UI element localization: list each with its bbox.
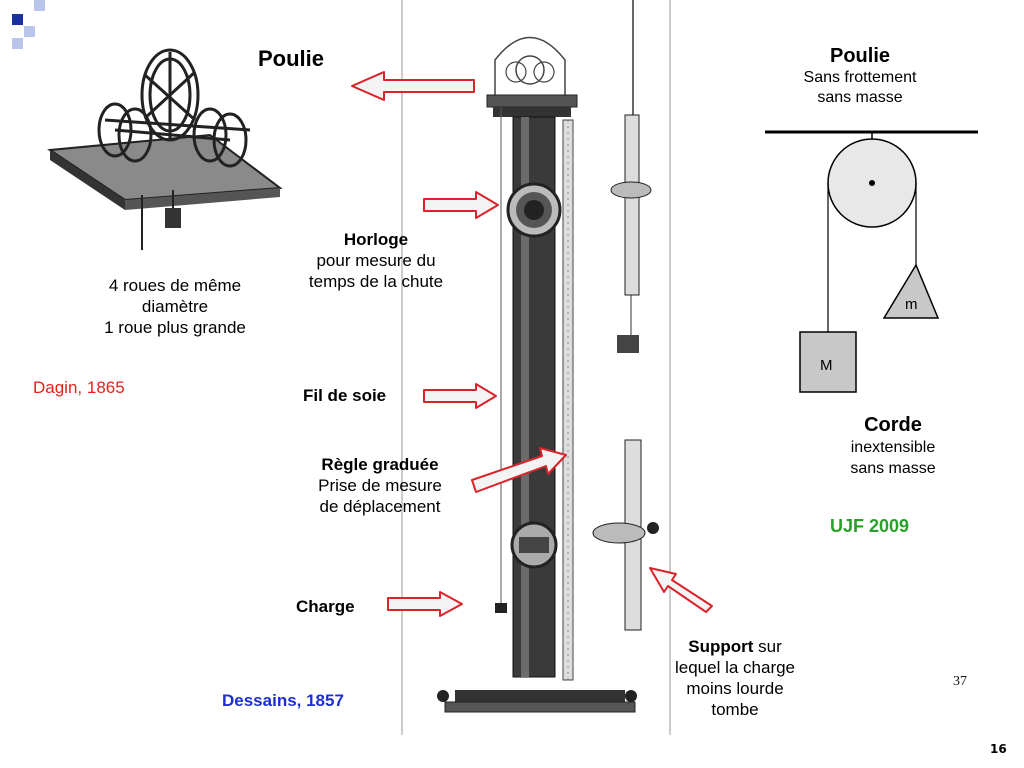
ujf-credit: UJF 2009	[830, 516, 910, 536]
arrow-horloge	[423, 191, 499, 219]
label-support-line4: tombe	[711, 700, 759, 719]
corner-square-light-1	[24, 26, 35, 37]
label-horloge-title: Horloge	[343, 230, 409, 249]
mass-big-box	[799, 331, 857, 393]
arrow-support	[649, 567, 713, 613]
corner-square-light-2	[12, 38, 23, 49]
pulley-center	[869, 180, 875, 186]
mass-small-triangle	[882, 263, 940, 319]
arrow-charge	[387, 591, 463, 617]
label-charge: Charge	[296, 597, 355, 616]
schematic-poulie-caption: Poulie Sans frottement sans masse	[770, 44, 950, 108]
label-support: Support sur lequel la charge moins lourd…	[650, 636, 820, 720]
label-regle-title: Règle graduée	[321, 455, 439, 474]
label-horloge-line1: pour mesure du	[316, 251, 436, 270]
label-regle-line2: de déplacement	[319, 497, 441, 516]
pulley-schematic	[765, 130, 978, 393]
mass-small-label: m	[905, 296, 918, 313]
label-horloge: Horloge pour mesure du temps de la chute	[286, 229, 466, 292]
arrow-regle	[471, 447, 567, 493]
label-regle: Règle graduée Prise de mesure de déplace…	[290, 454, 470, 517]
label-support-line2: lequel la charge	[674, 658, 796, 677]
mass-big-label: M	[820, 357, 833, 374]
dessains-credit: Dessains, 1857	[222, 691, 344, 710]
corner-decoration	[0, 0, 46, 60]
slide-number: 16	[990, 742, 1007, 756]
atwood-machine-illustration	[401, 0, 671, 735]
schematic-poulie-line1: Sans frottement	[803, 69, 917, 86]
arrow-poulie	[351, 71, 475, 101]
label-horloge-line2: temps de la chute	[308, 272, 444, 291]
schematic-corde-line1: inextensible	[850, 439, 936, 456]
schematic-poulie-title: Poulie	[829, 45, 890, 67]
dagin-caption-line3: 1 roue plus grande	[104, 318, 246, 337]
dagin-caption: 4 roues de même diamètre 1 roue plus gra…	[60, 275, 290, 338]
corner-square-light-3	[34, 0, 45, 11]
schematic-corde-title: Corde	[864, 414, 922, 436]
label-support-rest: sur	[753, 637, 782, 656]
corner-square-blue	[12, 14, 23, 25]
schematic-corde-caption: Corde inextensible sans masse	[808, 413, 978, 479]
schematic-poulie-line2: sans masse	[817, 89, 903, 106]
dagin-caption-line1: 4 roues de même	[108, 276, 242, 295]
label-fil: Fil de soie	[303, 386, 387, 405]
arrow-fil	[423, 383, 497, 409]
label-support-title: Support	[688, 637, 754, 656]
label-poulie-left: Poulie	[258, 46, 325, 71]
schematic-corde-line2: sans masse	[850, 460, 936, 477]
label-support-line3: moins lourde	[686, 679, 784, 698]
page-ref: 37	[953, 674, 967, 689]
dagin-device-illustration	[47, 48, 283, 250]
dagin-credit: Dagin, 1865	[33, 378, 125, 397]
label-regle-line1: Prise de mesure	[318, 476, 442, 495]
dagin-caption-line2: diamètre	[141, 297, 209, 316]
